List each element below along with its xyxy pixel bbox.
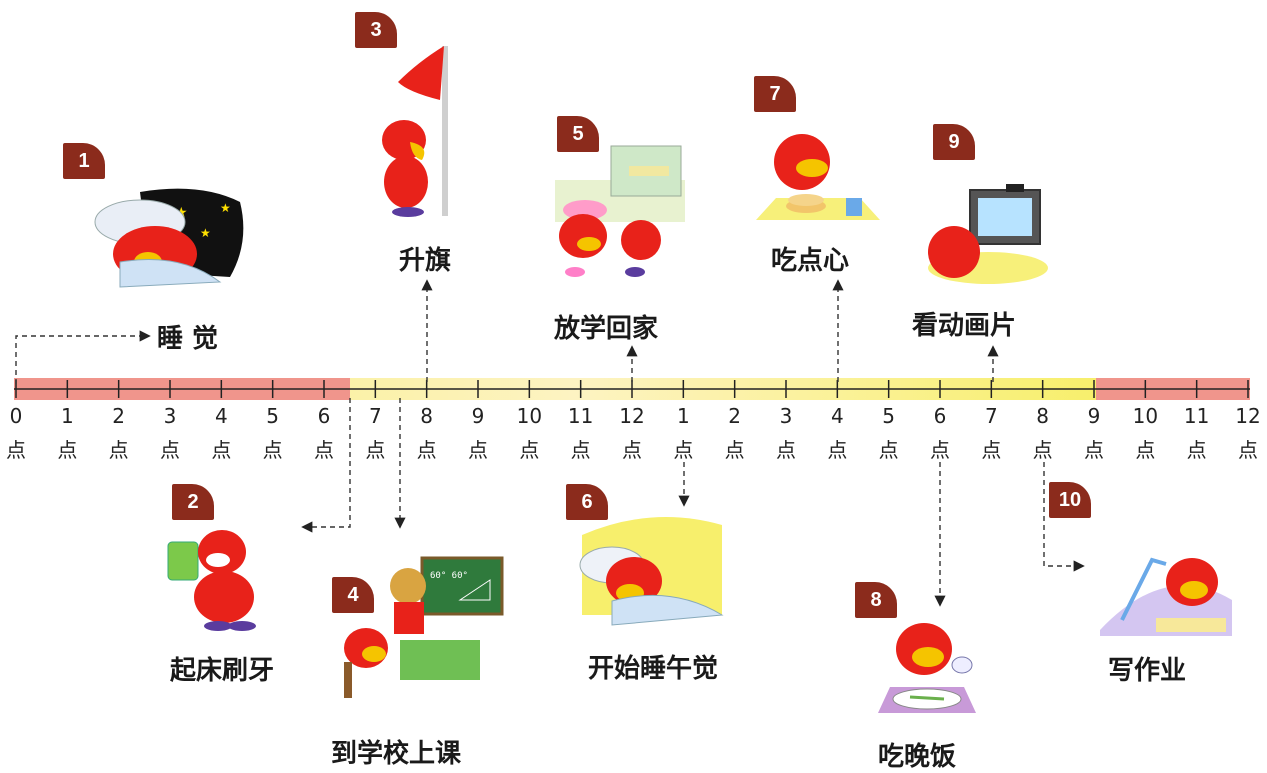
tick-unit-label: 点 [416, 438, 437, 462]
badge-1: 1 [63, 143, 105, 179]
tick-unit-label: 点 [519, 438, 540, 462]
label-cartoon: 看动画片 [912, 311, 1017, 341]
tick-hour-label: 8 [420, 404, 434, 428]
tick-unit-label: 点 [673, 438, 694, 462]
tick-hour-label: 1 [676, 404, 690, 428]
badge-5: 5 [557, 116, 599, 152]
tick-unit-label: 点 [262, 438, 283, 462]
tick-unit-label: 点 [724, 438, 745, 462]
homework-bird-icon [1100, 557, 1232, 636]
tick-hour-label: 10 [516, 404, 543, 428]
tick-unit-label: 点 [827, 438, 848, 462]
tick-marks [15, 380, 1249, 398]
label-sleep: 睡 觉 [157, 324, 219, 354]
tick-hour-label: 12 [619, 404, 645, 428]
tick-unit-label: 点 [314, 438, 334, 462]
sleeping-bird-icon: ★ ★ ★ [94, 188, 244, 288]
tick-unit-label: 点 [211, 438, 232, 462]
going-home-birds-icon [555, 145, 685, 277]
tick-hour-label: 2 [728, 404, 742, 428]
svg-text:60° 60°: 60° 60° [430, 571, 468, 581]
tick-hour-label: 0 [9, 404, 23, 428]
tick-hour-label: 5 [266, 404, 280, 428]
tick-unit-label: 点 [57, 438, 78, 462]
label-homework: 写作业 [1108, 656, 1187, 686]
badge-10: 10 [1049, 482, 1091, 518]
flag-raising-bird-icon [382, 46, 448, 217]
badge-6: 6 [566, 484, 608, 520]
tick-unit-label: 点 [6, 438, 26, 462]
svg-text:★: ★ [220, 201, 231, 215]
tick-unit-label: 点 [1032, 438, 1053, 462]
badge-8: 8 [855, 582, 897, 618]
tick-hour-label: 11 [567, 404, 594, 428]
badge-3: 3 [355, 12, 397, 48]
tick-hour-label: 4 [830, 404, 844, 428]
label-wake-brush: 起床刷牙 [170, 656, 275, 686]
tick-unit-label: 点 [1135, 438, 1156, 462]
tick-hour-label: 2 [112, 404, 126, 428]
badge-9: 9 [933, 124, 975, 160]
tick-unit-label: 点 [570, 438, 591, 462]
tick-unit-label: 点 [776, 438, 796, 462]
tick-unit-label: 点 [365, 438, 386, 462]
tick-unit-label: 点 [981, 438, 1002, 462]
svg-text:★: ★ [200, 226, 211, 240]
tick-hour-label: 9 [471, 404, 485, 428]
tick-unit-label: 点 [622, 438, 642, 462]
tick-hour-label: 11 [1183, 404, 1210, 428]
tick-hour-label: 12 [1235, 404, 1261, 428]
label-dinner: 吃晚饭 [878, 742, 957, 772]
tick-hour-label: 10 [1132, 404, 1159, 428]
label-go-home: 放学回家 [554, 314, 659, 344]
tick-hour-label: 8 [1036, 404, 1050, 428]
tick-unit-label: 点 [468, 438, 488, 462]
tick-hour-label: 7 [368, 404, 382, 428]
watching-cartoon-bird-icon [928, 184, 1048, 284]
brushing-teeth-bird-icon [167, 530, 256, 631]
tick-unit-label: 点 [930, 438, 950, 462]
tick-hour-label: 6 [933, 404, 947, 428]
tick-hour-label: 3 [779, 404, 793, 428]
tick-hour-label: 9 [1087, 404, 1101, 428]
tick-hour-label: 6 [317, 404, 331, 428]
badge-4: 4 [332, 577, 374, 613]
tick-unit-label: 点 [160, 438, 180, 462]
label-flag-raising: 升旗 [399, 246, 452, 276]
label-snack: 吃点心 [771, 246, 850, 276]
tick-unit-label: 点 [1084, 438, 1104, 462]
label-attend-class: 到学校上课 [331, 739, 462, 769]
tick-hour-label: 5 [882, 404, 896, 428]
tick-unit-label: 点 [878, 438, 899, 462]
label-nap: 开始睡午觉 [588, 654, 719, 684]
napping-bird-icon [579, 517, 724, 626]
dinner-bird-icon [878, 623, 976, 713]
badge-7: 7 [754, 76, 796, 112]
tick-hour-label: 3 [163, 404, 177, 428]
tick-unit-label: 点 [1238, 438, 1258, 462]
classroom-bird-icon: 60° 60° [344, 556, 504, 698]
tick-hour-label: 7 [984, 404, 998, 428]
snack-bird-icon [756, 134, 880, 220]
tick-unit-label: 点 [108, 438, 129, 462]
badge-2: 2 [172, 484, 214, 520]
tick-hour-label: 1 [60, 404, 74, 428]
tick-unit-label: 点 [1186, 438, 1207, 462]
tick-hour-label: 4 [214, 404, 228, 428]
